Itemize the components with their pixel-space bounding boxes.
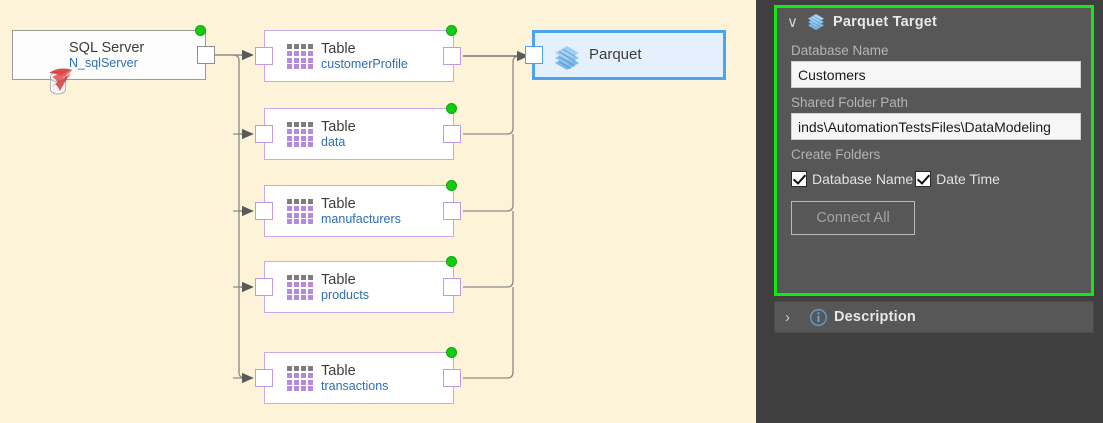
section-title: Description <box>834 309 916 325</box>
properties-panel: ∨ Parquet Target Database Name Shared Fo… <box>756 0 1103 423</box>
input-port-table-customerprofile[interactable] <box>255 47 273 65</box>
table-grid-icon <box>287 366 313 391</box>
node-table-manufacturers[interactable]: Table manufacturers <box>264 185 454 237</box>
shared-folder-path-input[interactable] <box>791 113 1081 140</box>
shared-folder-path-label: Shared Folder Path <box>791 95 909 110</box>
status-dot-table-products <box>446 256 457 267</box>
status-dot-table-customerprofile <box>446 25 457 36</box>
node-parquet-target[interactable]: Parquet <box>532 30 726 80</box>
output-port-table-data[interactable] <box>443 125 461 143</box>
node-subtitle: manufacturers <box>321 212 401 227</box>
checkbox-label-database-name: Database Name <box>812 171 914 187</box>
node-title: Table <box>321 118 356 135</box>
create-folders-label: Create Folders <box>791 147 881 162</box>
node-table-products[interactable]: Table products <box>264 261 454 313</box>
sql-server-icon <box>49 68 73 95</box>
input-port-table-data[interactable] <box>255 125 273 143</box>
parquet-layers-icon <box>555 46 579 70</box>
table-grid-icon <box>287 44 313 69</box>
table-grid-icon <box>287 122 313 147</box>
node-title: Table <box>321 362 356 379</box>
checkbox-database-name[interactable] <box>791 171 807 187</box>
node-table-transactions[interactable]: Table transactions <box>264 352 454 404</box>
input-port-table-manufacturers[interactable] <box>255 202 273 220</box>
output-port-table-transactions[interactable] <box>443 369 461 387</box>
chevron-down-icon[interactable]: ∨ <box>787 14 798 31</box>
checkbox-date-time[interactable] <box>915 171 932 187</box>
node-subtitle: customerProfile <box>321 57 408 72</box>
database-name-label: Database Name <box>791 43 889 58</box>
connect-all-button[interactable]: Connect All <box>791 201 915 235</box>
table-grid-icon <box>287 275 313 300</box>
status-dot-sql-server <box>195 25 206 36</box>
output-port-sql-server[interactable] <box>197 46 215 64</box>
parquet-layers-icon <box>808 14 824 30</box>
node-subtitle: products <box>321 288 369 303</box>
node-title: SQL Server <box>69 39 145 56</box>
node-title: Table <box>321 40 356 57</box>
info-icon <box>810 308 827 326</box>
status-dot-table-transactions <box>446 347 457 358</box>
input-port-table-products[interactable] <box>255 278 273 296</box>
node-table-customerprofile[interactable]: Table customerProfile <box>264 30 454 82</box>
node-sql-server[interactable]: SQL Server N_sqlServer <box>12 30 206 95</box>
description-section-header[interactable]: › Description <box>774 301 1094 333</box>
checkbox-label-date-time: Date Time <box>936 171 1000 187</box>
node-title: Table <box>321 195 356 212</box>
node-title: Table <box>321 271 356 288</box>
status-dot-table-manufacturers <box>446 180 457 191</box>
output-port-table-manufacturers[interactable] <box>443 202 461 220</box>
node-subtitle: transactions <box>321 379 389 394</box>
input-port-parquet[interactable] <box>525 46 543 64</box>
node-subtitle: N_sqlServer <box>69 56 138 71</box>
input-port-table-transactions[interactable] <box>255 369 273 387</box>
output-port-table-products[interactable] <box>443 278 461 296</box>
section-title: Parquet Target <box>833 14 938 30</box>
create-folders-options: Database Name Date Time <box>791 171 1091 187</box>
flow-canvas[interactable]: SQL Server N_sqlServer Table customerPro… <box>0 0 756 423</box>
output-port-table-customerprofile[interactable] <box>443 47 461 65</box>
parquet-target-section: ∨ Parquet Target Database Name Shared Fo… <box>774 5 1094 296</box>
parquet-target-header[interactable]: ∨ Parquet Target <box>777 8 1091 36</box>
status-dot-table-data <box>446 103 457 114</box>
chevron-right-icon[interactable]: › <box>785 308 790 326</box>
table-grid-icon <box>287 199 313 224</box>
database-name-input[interactable] <box>791 61 1081 88</box>
node-title: Parquet <box>589 45 642 63</box>
node-table-data[interactable]: Table data <box>264 108 454 160</box>
node-subtitle: data <box>321 135 346 150</box>
